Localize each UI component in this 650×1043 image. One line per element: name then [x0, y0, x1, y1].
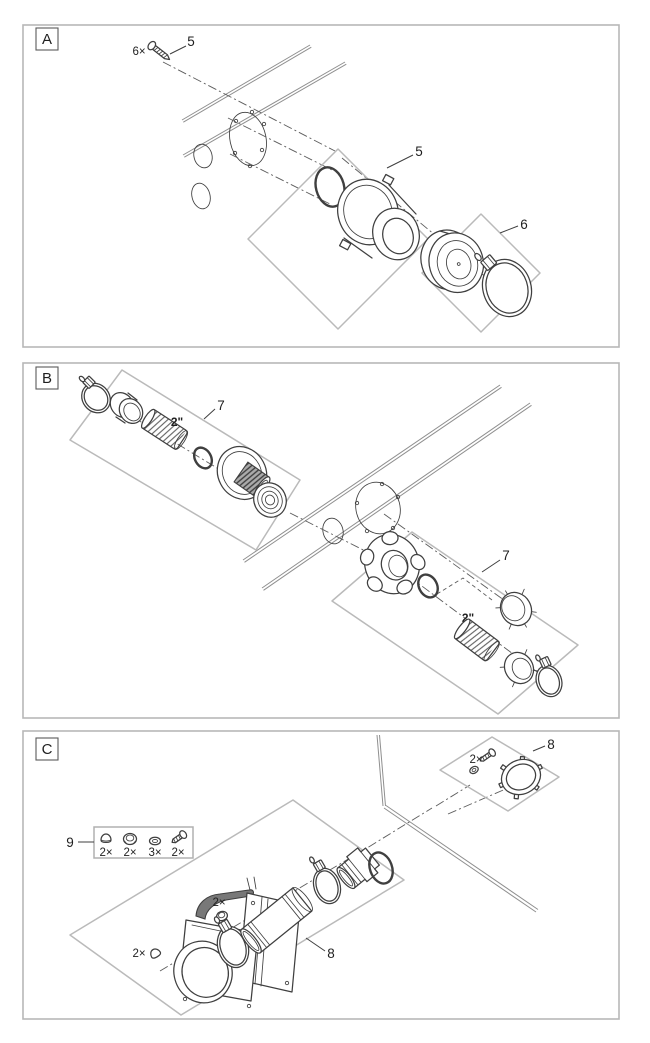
hex-bolt	[171, 830, 188, 844]
cap-nut	[100, 833, 112, 844]
panel-b-label: B	[42, 370, 52, 387]
panel-b: B 2"	[22, 362, 620, 719]
callout-leader	[386, 154, 414, 169]
knurled-nut	[495, 588, 537, 630]
callout-leader	[203, 408, 216, 420]
callout-cap: 6	[520, 217, 528, 232]
callout-leader	[499, 225, 519, 234]
panel-c: C 2× 8 9 2×	[22, 730, 620, 1020]
axis-detour	[436, 577, 493, 601]
hose-fitting	[336, 847, 380, 890]
callout-leader	[305, 937, 326, 952]
callout-leader	[481, 559, 501, 573]
kit-qty-screw: 2×	[171, 847, 184, 859]
callout-flange: 5	[415, 144, 423, 159]
hose-clamp	[535, 654, 563, 698]
end-cap	[420, 229, 485, 294]
knurled-nut	[499, 649, 539, 688]
panel-b-label-box	[35, 366, 59, 390]
hose-clamp	[309, 856, 342, 905]
diamond-highlight-ring	[439, 736, 560, 812]
pipe-socket-end-view	[253, 482, 287, 518]
wall-hole-ellipses	[191, 143, 213, 210]
center-axis	[89, 390, 557, 687]
hex-bolt	[479, 748, 497, 762]
lug-ring	[498, 755, 543, 800]
ring-screw-qty: 2×	[469, 754, 482, 766]
wall-section	[181, 44, 347, 158]
o-ring	[192, 446, 214, 470]
kit-qty-washer: 3×	[148, 847, 161, 859]
washer	[148, 836, 162, 846]
hose-clamp	[78, 375, 111, 414]
callout-lower: 7	[502, 548, 510, 563]
panel-a-label-box	[35, 27, 59, 51]
self-tapping-screw	[147, 40, 171, 61]
callout-leader	[169, 45, 187, 55]
panel-a: A 6× 5 5	[22, 24, 620, 348]
hardware-box: 9 2× 2× 3× 2×	[66, 826, 194, 859]
panel-a-label: A	[42, 31, 52, 48]
threaded-nipple	[140, 408, 189, 450]
o-ring	[314, 166, 346, 208]
callout-upper: 7	[217, 398, 225, 413]
center-axis	[162, 61, 506, 294]
hose-clamp	[474, 252, 533, 318]
lock-nut	[122, 832, 138, 846]
gasket-outline	[229, 109, 267, 169]
panel-c-label-box	[35, 737, 59, 761]
union-nut	[109, 391, 144, 425]
washer	[469, 765, 479, 775]
o-ring	[417, 573, 439, 599]
star-flange-nut	[359, 530, 426, 595]
threaded-nipple	[453, 618, 500, 662]
wall-section	[242, 384, 532, 591]
wall-section	[376, 734, 539, 913]
panel-c-label: C	[42, 741, 53, 758]
callout-hardware: 9	[66, 835, 74, 850]
kit-qty-lock-nut: 2×	[123, 847, 136, 859]
cap-nut	[150, 948, 162, 959]
valve-nut-qty: 2×	[212, 897, 225, 909]
diamond-highlight-upper	[69, 369, 301, 551]
bulkhead-flange	[337, 173, 420, 261]
valve-cap-nut-qty: 2×	[132, 948, 145, 960]
callout-screw: 5	[187, 34, 195, 49]
callout-pipe: 8	[327, 946, 335, 961]
screw-qty-label: 6×	[132, 46, 145, 58]
o-ring	[368, 851, 394, 885]
callout-leader	[532, 745, 546, 752]
callout-ring: 8	[547, 737, 555, 752]
kit-qty-cap-nut: 2×	[99, 847, 112, 859]
size-label-upper: 2"	[171, 415, 183, 429]
pipe-sleeve	[240, 886, 313, 954]
